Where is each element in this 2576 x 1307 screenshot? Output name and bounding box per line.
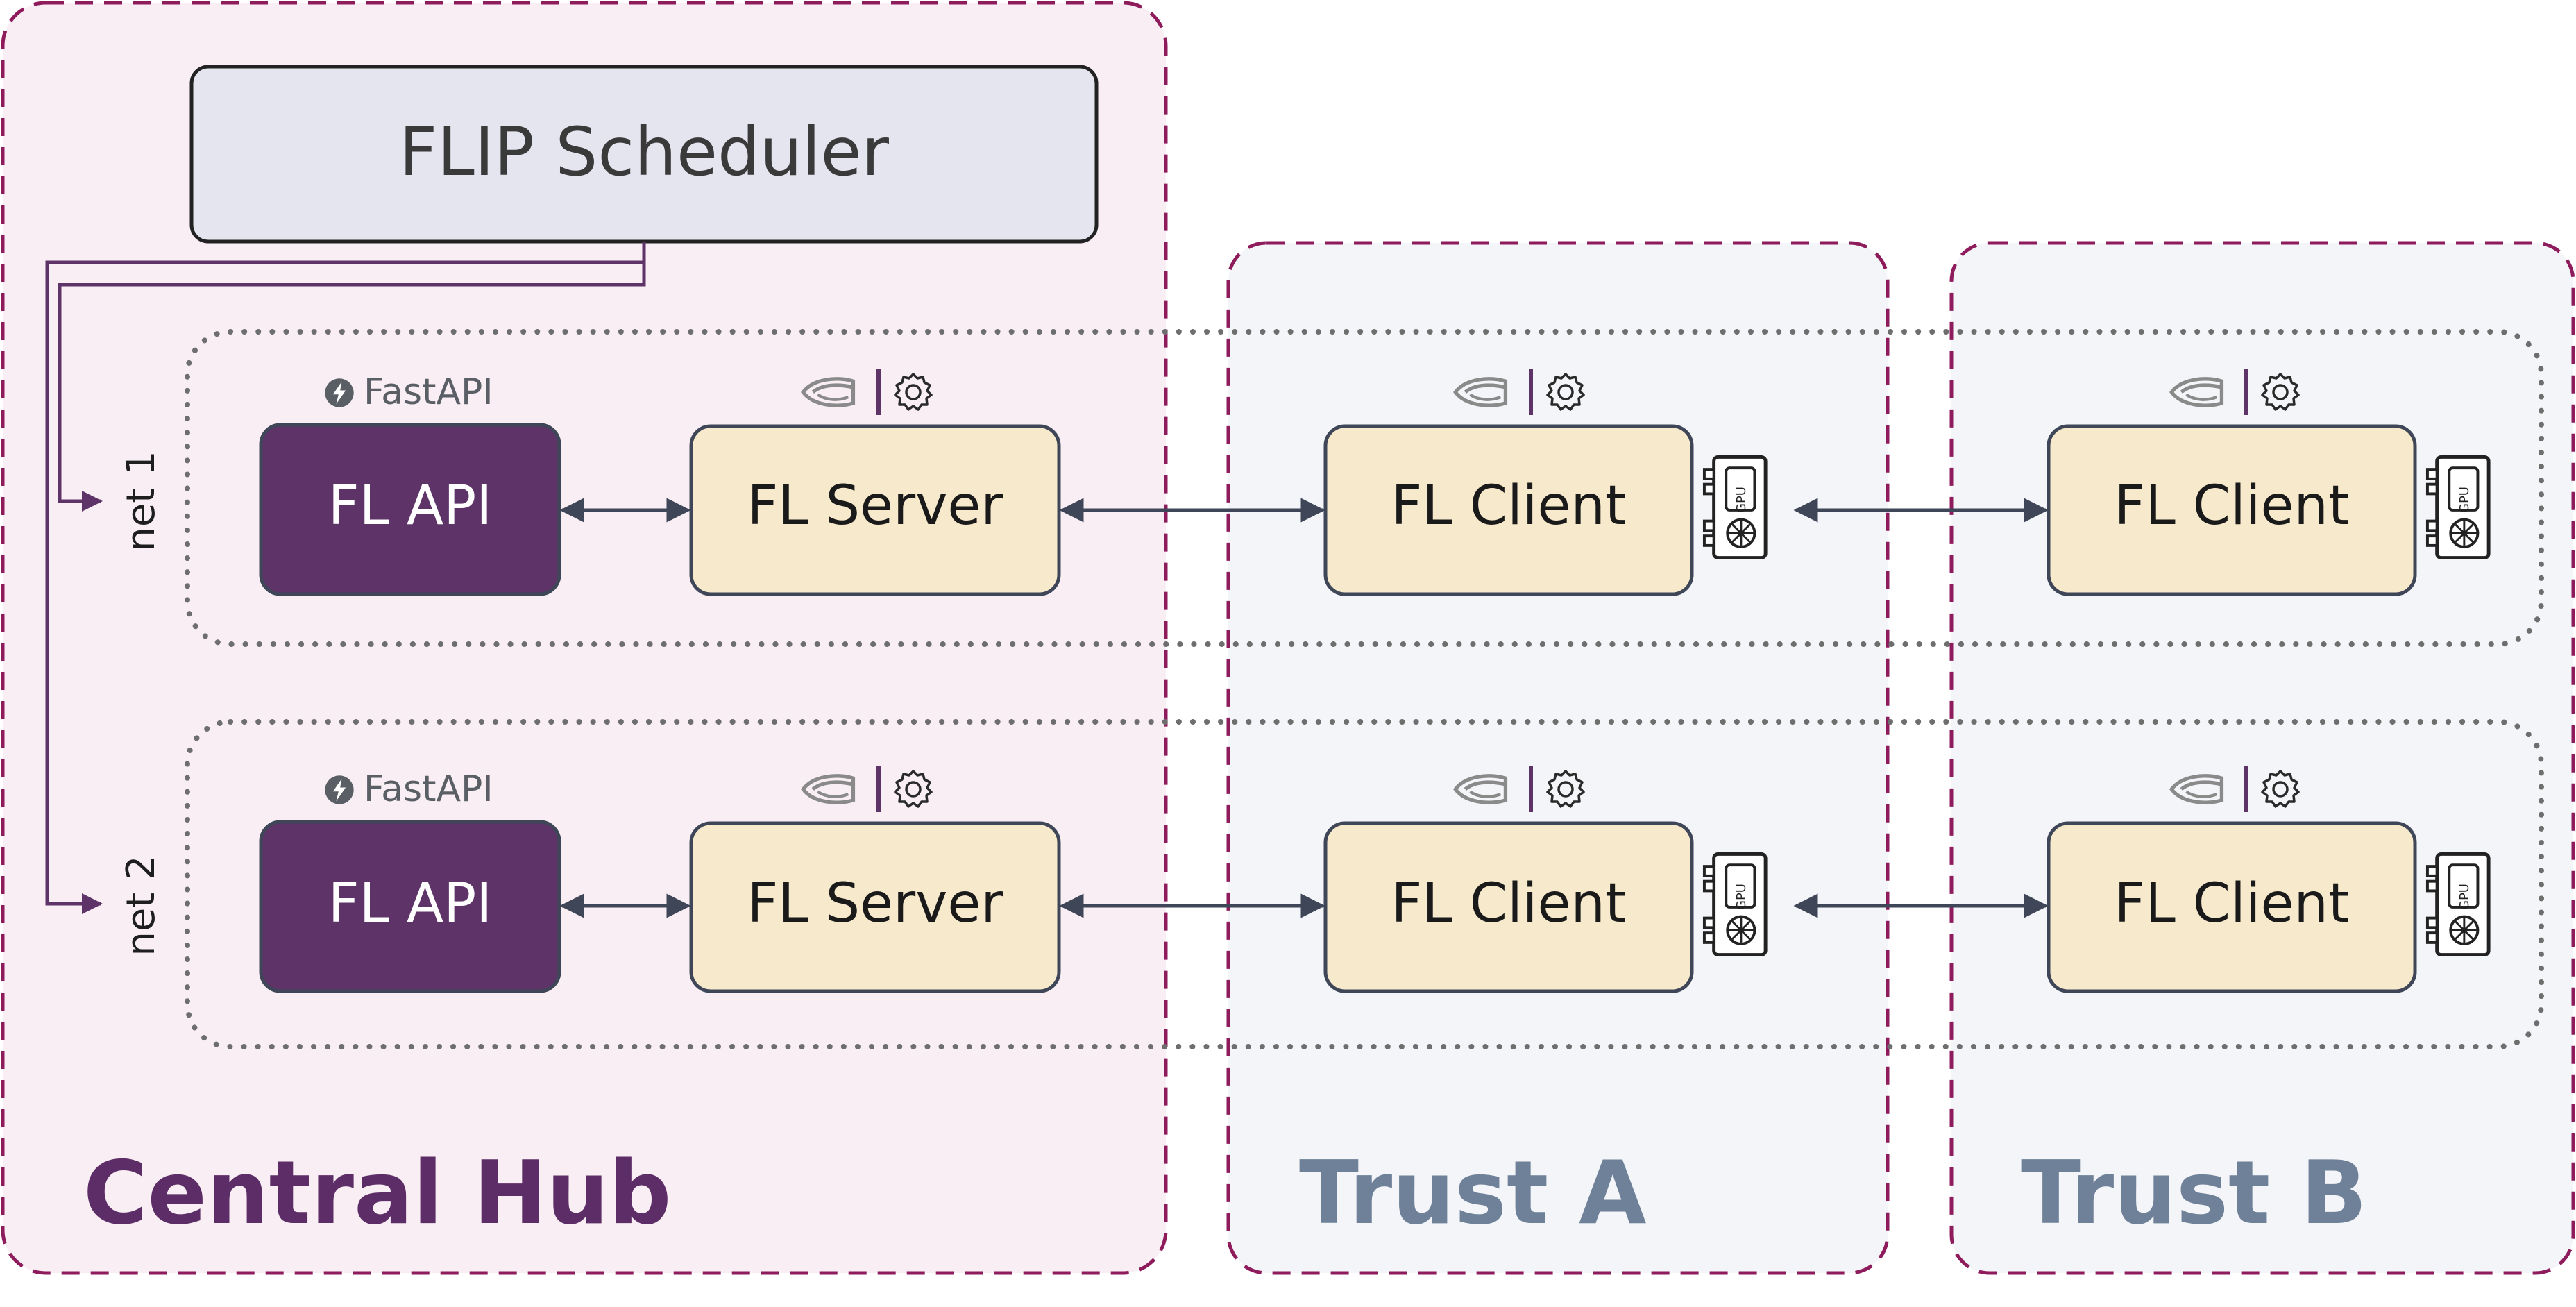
framework-icons <box>803 766 933 812</box>
fl-client-node[interactable]: FL Client <box>2047 424 2417 596</box>
fastapi-badge-label: FastAPI <box>364 371 493 413</box>
fl-client-label: FL Client <box>2115 872 2350 935</box>
trust-b-title: Trust B <box>2021 1142 2367 1244</box>
fl-server-node[interactable]: FL Server <box>689 821 1061 993</box>
net-2-label: net 2 <box>119 855 164 956</box>
fl-server-label: FL Server <box>747 872 1004 935</box>
gpu-card-icon: GPU <box>2427 457 2489 557</box>
fl-client-label: FL Client <box>1391 475 1627 537</box>
framework-icons <box>803 369 933 415</box>
gpu-label: GPU <box>1734 884 1749 910</box>
network-box-net-2 <box>185 719 2544 1049</box>
region-trust-b <box>1949 241 2575 1275</box>
flip-scheduler-label: FLIP Scheduler <box>399 113 890 191</box>
flip-scheduler[interactable]: FLIP Scheduler <box>189 65 1099 244</box>
fl-server-label: FL Server <box>747 475 1004 537</box>
fl-api-label: FL API <box>328 872 493 935</box>
fastapi-badge-label: FastAPI <box>364 768 493 810</box>
fl-client-label: FL Client <box>2115 475 2350 537</box>
net-1-label: net 1 <box>119 450 164 551</box>
gpu-label: GPU <box>1734 487 1749 513</box>
region-trust-a <box>1226 241 1890 1275</box>
fl-api-node[interactable]: FL API <box>259 423 561 596</box>
fl-client-node[interactable]: FL Client <box>1323 424 1694 596</box>
gpu-card-icon: GPU <box>1704 854 1765 954</box>
fl-api-label: FL API <box>328 475 493 537</box>
framework-icons <box>1455 766 1585 812</box>
trust-a-title: Trust A <box>1299 1142 1647 1244</box>
network-box-net-1 <box>185 329 2544 647</box>
framework-icons <box>1455 369 1585 415</box>
fl-client-label: FL Client <box>1391 872 1627 935</box>
gpu-card-icon: GPU <box>1704 457 1765 557</box>
gpu-label: GPU <box>2457 884 2472 910</box>
fl-api-node[interactable]: FL API <box>259 820 561 993</box>
gpu-label: GPU <box>2457 487 2472 513</box>
fastapi-badge: FastAPI <box>325 371 493 413</box>
fl-client-node[interactable]: FL Client <box>2047 821 2417 993</box>
framework-icons <box>2171 766 2300 812</box>
fastapi-badge: FastAPI <box>325 768 493 810</box>
gpu-card-icon: GPU <box>2427 854 2489 954</box>
fastapi-logo-icon <box>325 775 354 804</box>
scheduler-wires <box>45 242 646 914</box>
framework-icons <box>2171 369 2300 415</box>
fl-server-node[interactable]: FL Server <box>689 424 1061 596</box>
fastapi-logo-icon <box>325 378 354 407</box>
fl-client-node[interactable]: FL Client <box>1323 821 1694 993</box>
central-hub-title: Central Hub <box>83 1142 671 1244</box>
